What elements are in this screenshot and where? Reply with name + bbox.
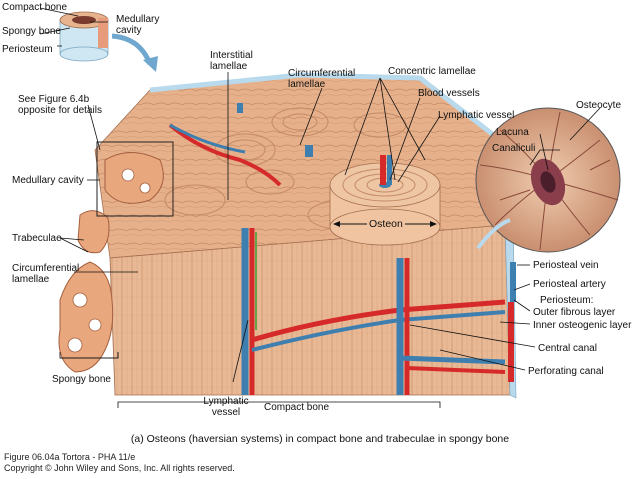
surface-vessels	[168, 103, 392, 187]
circumferential-lamellae-top-label: Circumferential lamellae	[288, 68, 356, 90]
see-figure-label: See Figure 6.4b opposite for details	[18, 94, 102, 116]
figure-caption: (a) Osteons (haversian systems) in compa…	[130, 433, 510, 445]
lacuna-label: Lacuna	[496, 127, 529, 138]
osteon-label: Osteon	[367, 218, 405, 230]
medullary-cavity-label: Medullary cavity	[12, 175, 84, 186]
central-canal-label: Central canal	[538, 343, 597, 354]
spongy-bone	[58, 152, 164, 373]
spongy-bone-label: Spongy bone	[52, 374, 111, 385]
bone-block	[94, 72, 517, 399]
figure-credit-line1: Figure 06.04a Tortora - PHA 11/e	[4, 452, 136, 462]
osteocyte-label: Osteocyte	[576, 100, 622, 111]
periosteum-label: Periosteum:	[540, 295, 594, 306]
blood-vessels-label: Blood vessels	[418, 88, 480, 99]
osteocyte-magnified	[475, 107, 621, 253]
inset-spongy-bone-label: Spongy bone	[2, 26, 61, 37]
concentric-lamellae-label: Concentric lamellae	[388, 66, 476, 77]
inset-medullary-cavity-label: Medullary cavity	[116, 14, 160, 36]
lymphatic-vessel-bottom-label: Lymphatic vessel	[203, 396, 249, 418]
inset-bone-cylinder	[59, 11, 109, 62]
compact-bone-label: Compact bone	[264, 402, 330, 413]
interstitial-lamellae-label: Interstitial lamellae	[210, 50, 253, 72]
brackets	[59, 352, 441, 408]
outer-fibrous-layer-label: Outer fibrous layer	[533, 307, 616, 318]
inset-compact-bone-label: Compact bone	[2, 2, 68, 13]
canaliculi-label: Canaliculi	[492, 143, 536, 154]
perforating-canal-label: Perforating canal	[528, 366, 604, 377]
periosteal-vein-label: Periosteal vein	[533, 260, 599, 271]
inset-arrow-head	[143, 56, 158, 72]
lymphatic-vessel-top-label: Lymphatic vessel	[438, 110, 515, 121]
trabeculae-label: Trabeculae	[12, 233, 62, 244]
inner-osteogenic-layer-label: Inner osteogenic layer	[533, 320, 632, 331]
inset-periosteum-label: Periosteum	[2, 44, 53, 55]
figure-credit-line2: Copyright © John Wiley and Sons, Inc. Al…	[4, 463, 235, 473]
periosteal-artery-label: Periosteal artery	[533, 279, 606, 290]
circumferential-lamellae-left-label: Circumferential lamellae	[12, 263, 80, 285]
detail-box	[96, 141, 174, 217]
